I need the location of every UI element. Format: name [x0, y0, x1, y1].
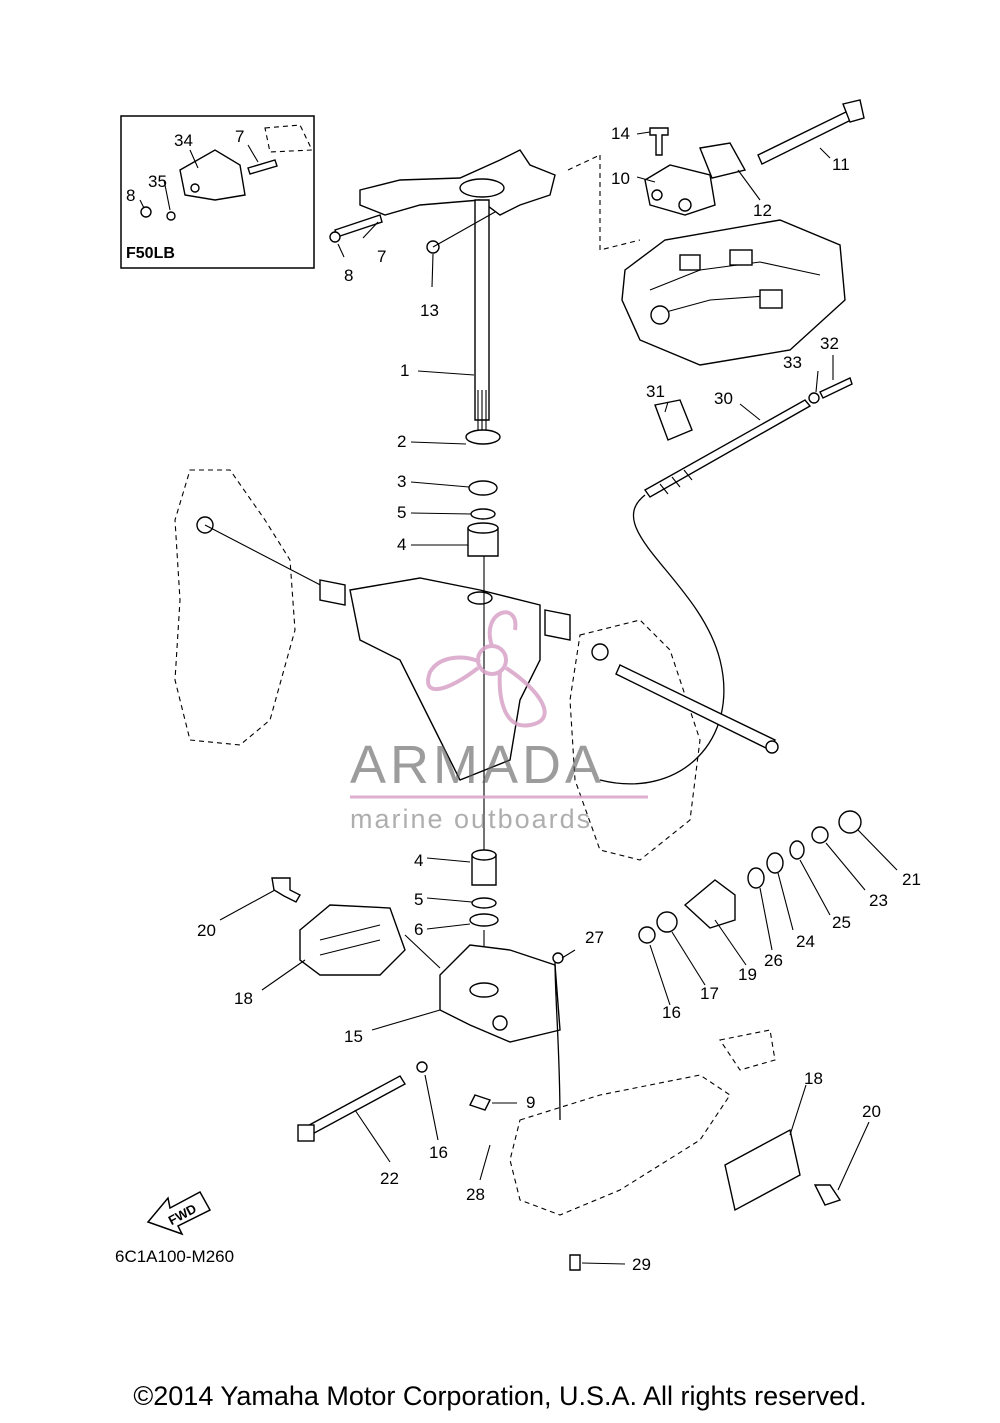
swivel-bracket [319, 577, 571, 781]
screw-29 [569, 1254, 581, 1271]
mount-damper-row [638, 810, 862, 944]
callout-4-upper: 4 [397, 535, 406, 554]
side-mount-right-18 [724, 1128, 801, 1212]
callout-2: 2 [397, 432, 406, 451]
callout-28: 28 [466, 1185, 485, 1204]
washer-24 [766, 852, 784, 874]
bolt-14 [649, 127, 669, 156]
callout-10: 10 [611, 169, 630, 188]
callout-23: 23 [869, 891, 888, 910]
steering-arm [329, 149, 556, 440]
washer-35-inset [166, 211, 176, 221]
callout-25: 25 [832, 913, 851, 932]
callout-22: 22 [380, 1169, 399, 1188]
nut-8-inset [140, 206, 152, 218]
callout-35: 35 [148, 172, 167, 191]
callout-5-upper: 5 [397, 503, 406, 522]
callout-11: 11 [832, 155, 850, 174]
callout-20-left: 20 [197, 921, 216, 940]
clamp-27 [552, 952, 564, 964]
damper-19 [683, 879, 736, 929]
upper-bushing-stack [465, 429, 501, 557]
bushing-3 [468, 480, 498, 496]
washer-6 [469, 913, 499, 927]
callout-1: 1 [400, 361, 409, 380]
steering-shaft-1 [474, 199, 490, 421]
callout-12: 12 [753, 201, 772, 220]
washer-26 [747, 867, 765, 889]
lower-mount-15 [439, 944, 561, 1043]
callout-26: 26 [764, 951, 783, 970]
clamp-bracket-right [569, 619, 779, 861]
collar-17 [656, 911, 678, 933]
callout-9: 9 [526, 1093, 535, 1112]
callout-14: 14 [611, 124, 630, 143]
callout-21: 21 [902, 870, 921, 889]
copyright-notice: ©2014 Yamaha Motor Corporation, U.S.A. A… [133, 1381, 867, 1411]
armada-watermark: ARMADA marine outboards [350, 610, 648, 834]
callout-5-lower: 5 [414, 890, 423, 909]
bolt-22 [299, 1075, 406, 1139]
washer-16-lower [416, 1061, 428, 1073]
callout-7-inset: 7 [235, 127, 244, 146]
bolt-20-right [813, 1184, 842, 1206]
callout-4-lower: 4 [414, 851, 423, 870]
callout-13: 13 [420, 301, 439, 320]
callout-19: 19 [738, 965, 757, 984]
callout-18-left: 18 [234, 989, 253, 1008]
callout-30: 30 [714, 389, 733, 408]
screw-32 [819, 377, 853, 399]
lower-bushing-stack [469, 556, 499, 975]
washer-33 [808, 392, 820, 404]
tilt-tube [615, 664, 776, 751]
callout-7: 7 [377, 247, 386, 266]
callout-3: 3 [397, 472, 406, 491]
callout-16-right: 16 [662, 1003, 681, 1022]
nut-21 [838, 810, 862, 834]
callout-16-lower: 16 [429, 1143, 448, 1162]
damper-assembly [567, 99, 865, 251]
callout-8-inset: 8 [126, 186, 135, 205]
plate-12 [699, 142, 747, 179]
o-ring-5-lower [471, 897, 497, 909]
bottom-cowling-plate [621, 219, 846, 366]
side-mount-left-18 [271, 877, 406, 976]
callout-17: 17 [700, 984, 719, 1003]
damper-10 [644, 164, 716, 216]
inset-model-label: F50LB [126, 245, 175, 262]
callout-31: 31 [646, 382, 665, 401]
nut-23 [811, 826, 829, 844]
callout-20-right: 20 [862, 1102, 881, 1121]
inset-f50lb: 34 7 35 8 F50LB [120, 115, 315, 269]
callout-34: 34 [174, 131, 193, 150]
callout-18-right: 18 [804, 1069, 823, 1088]
callout-27: 27 [585, 928, 604, 947]
callout-24: 24 [796, 932, 815, 951]
callout-29: 29 [632, 1255, 651, 1274]
bolt-20-left [271, 877, 301, 903]
callout-labels: 1 2 3 5 4 7 8 13 14 10 12 11 31 30 33 32… [197, 124, 921, 1274]
callout-33: 33 [783, 353, 802, 372]
stud-7-inset [247, 159, 278, 175]
o-ring-5 [470, 508, 496, 520]
nut-8 [329, 231, 341, 243]
clamp-bracket-left [174, 469, 331, 746]
washer-25 [789, 840, 805, 860]
washer-2 [465, 429, 501, 445]
washer-16 [638, 926, 656, 944]
forward-arrow: FWD [146, 1190, 212, 1236]
callout-15: 15 [344, 1027, 363, 1046]
leader-lines [219, 131, 898, 1265]
ground-lead-30 [599, 377, 853, 785]
callout-6: 6 [414, 920, 423, 939]
lower-bracket-28 [297, 952, 842, 1271]
clip-9 [469, 1094, 491, 1111]
watermark-tagline: marine outboards [350, 804, 592, 834]
watermark-brand: ARMADA [350, 735, 605, 795]
diagram-code: 6C1A100-M260 [115, 1247, 234, 1266]
clamp-31 [654, 399, 693, 441]
callout-8: 8 [344, 266, 353, 285]
callout-32: 32 [820, 334, 839, 353]
